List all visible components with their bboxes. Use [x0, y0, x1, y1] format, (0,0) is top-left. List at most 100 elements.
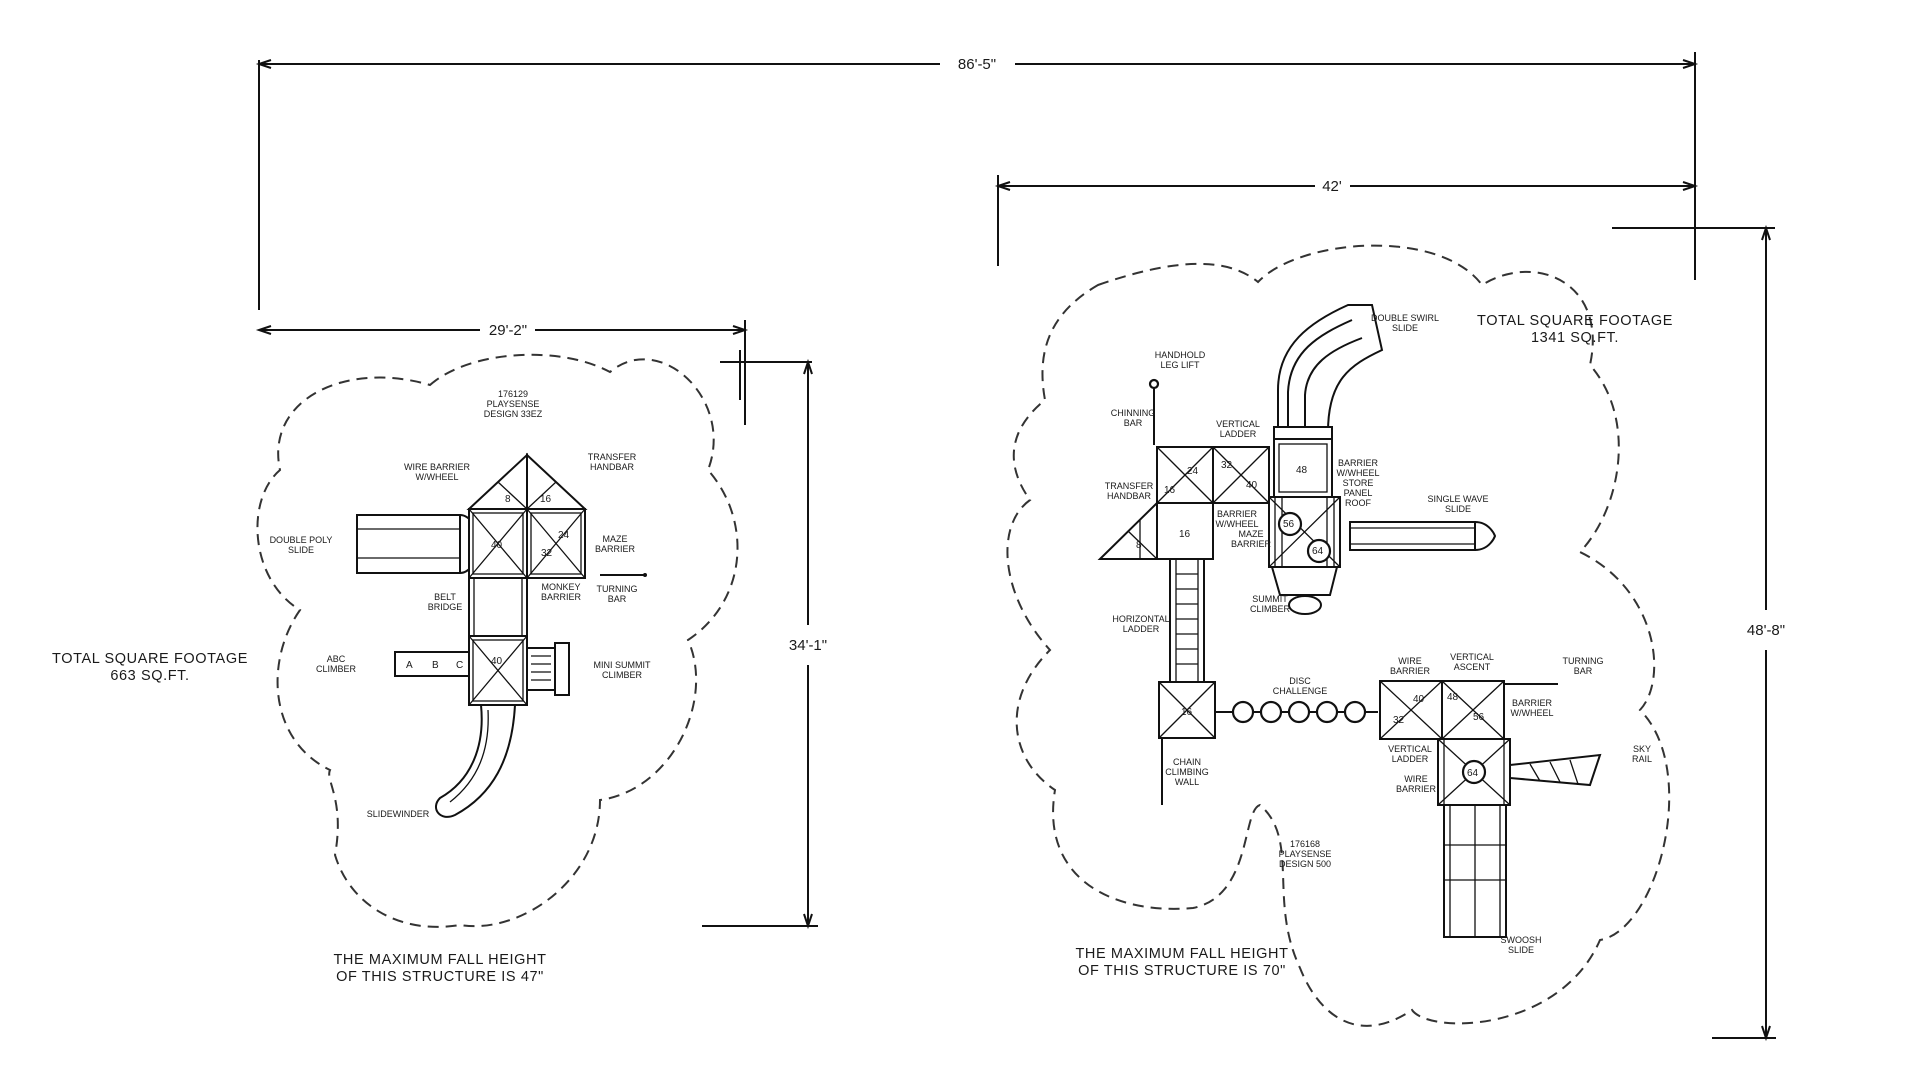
right-deck-16c [1158, 681, 1216, 739]
label-turning-bar-2: BAR [1574, 666, 1593, 676]
label-belt-bridge-2: BRIDGE [428, 602, 463, 612]
left-structure: A B C 8 16 40 24 32 40 176129 PLAYSENSE [52, 389, 651, 985]
sky-rail [1509, 753, 1602, 787]
label-turning-bar: TURNING [1563, 656, 1604, 666]
label-chain: CHAIN [1173, 757, 1201, 767]
disc-challenge [1215, 700, 1378, 724]
left-safety-zone [256, 353, 739, 928]
deck-height-16a: 16 [1164, 485, 1176, 496]
deck-height-16b: 16 [1179, 529, 1191, 540]
right-fall-height-2: OF THIS STRUCTURE IS 70" [1078, 963, 1286, 979]
label-double-swirl-2: SLIDE [1392, 323, 1418, 333]
label-store-panel: BARRIER [1338, 458, 1379, 468]
label-transfer-2: HANDBAR [1107, 491, 1152, 501]
deck-height-48b: 48 [1447, 692, 1459, 703]
dimension-lines: 86'-5" 42' 29'-2" 34'-1" 48'-8" [255, 52, 1785, 1042]
label-store-panel-4: PANEL [1344, 488, 1373, 498]
slidewinder [435, 704, 517, 818]
abc-letter-a: A [406, 660, 413, 671]
left-design-brand: PLAYSENSE [487, 399, 540, 409]
deck-height-56b: 56 [1473, 712, 1485, 723]
swoosh-slide [1443, 804, 1507, 938]
label-double-poly: DOUBLE POLY [270, 535, 333, 545]
left-deck-lower [468, 635, 528, 706]
deck-height-40-upper: 40 [491, 540, 503, 551]
label-vertical-ascent: VERTICAL [1450, 652, 1494, 662]
left-deck-upper-right [526, 508, 586, 579]
left-component-labels: 176129 PLAYSENSE DESIGN 33EZ WIRE BARRIE… [270, 389, 651, 819]
label-swoosh: SWOOSH [1500, 935, 1541, 945]
deck-height-48: 48 [1296, 465, 1308, 476]
right-fall-height-1: THE MAXIMUM FALL HEIGHT [1075, 946, 1288, 962]
label-disc-2: CHALLENGE [1273, 686, 1328, 696]
label-abc-2: CLIMBER [316, 664, 357, 674]
label-vertical-ladder-b: VERTICAL [1388, 744, 1432, 754]
abc-letter-b: B [432, 660, 439, 671]
label-wire-barrier-2: W/WHEEL [415, 472, 458, 482]
right-deck-48-56 [1441, 680, 1505, 740]
label-single-wave-2: SLIDE [1445, 504, 1471, 514]
label-barrier-wheel-2: W/WHEEL [1215, 519, 1258, 529]
right-sqft-title: TOTAL SQUARE FOOTAGE [1477, 313, 1673, 329]
summit-climber [1270, 566, 1339, 615]
left-design-id: 176129 [498, 389, 528, 399]
label-abc: ABC [327, 654, 346, 664]
label-maze-2: BARRIER [595, 544, 636, 554]
label-store-panel-2: W/WHEEL [1336, 468, 1379, 478]
label-belt-bridge: BELT [434, 592, 456, 602]
label-horizontal-ladder: HORIZONTAL [1112, 614, 1169, 624]
label-wire-barrier: WIRE [1398, 656, 1422, 666]
label-chain-3: WALL [1175, 777, 1199, 787]
left-sqft-value: 663 SQ.FT. [110, 668, 189, 684]
right-design-brand: PLAYSENSE [1279, 849, 1332, 859]
double-swirl-slide [1273, 304, 1384, 440]
label-sky-rail: SKY [1633, 744, 1651, 754]
label-vertical-ladder-2: LADDER [1220, 429, 1257, 439]
deck-height-32: 32 [541, 548, 553, 559]
left-design-name: DESIGN 33EZ [484, 409, 543, 419]
label-barrier-wheel-b-2: W/WHEEL [1510, 708, 1553, 718]
deck-height-32b: 32 [1393, 715, 1405, 726]
left-fall-height-2: OF THIS STRUCTURE IS 47" [336, 969, 544, 985]
label-double-swirl: DOUBLE SWIRL [1371, 313, 1439, 323]
label-handhold: HANDHOLD [1155, 350, 1206, 360]
right-sqft-value: 1341 SQ.FT. [1531, 330, 1619, 346]
deck-height-16: 16 [540, 494, 552, 505]
left-triangle-decks [466, 452, 588, 510]
deck-height-24: 24 [558, 530, 570, 541]
label-chain-2: CLIMBING [1165, 767, 1209, 777]
deck-height-16c: 16 [1181, 707, 1193, 718]
right-deck-48 [1273, 438, 1333, 498]
label-transfer-2: HANDBAR [590, 462, 635, 472]
belt-bridge [468, 577, 528, 637]
label-swoosh-2: SLIDE [1508, 945, 1534, 955]
right-design-id: 176168 [1290, 839, 1320, 849]
label-handhold-2: LEG LIFT [1160, 360, 1200, 370]
deck-height-40b: 40 [1413, 694, 1425, 705]
right-deck-64 [1437, 738, 1511, 806]
label-monkey-2: BARRIER [541, 592, 582, 602]
label-slidewinder: SLIDEWINDER [367, 809, 430, 819]
label-wire-barrier-2: BARRIER [1390, 666, 1431, 676]
mini-summit-climber [526, 642, 570, 696]
deck-height-64: 64 [1467, 768, 1479, 779]
label-vertical-ladder-b-2: LADDER [1392, 754, 1429, 764]
deck-height-40-lower: 40 [491, 656, 503, 667]
deck-height-56: 56 [1283, 519, 1295, 530]
label-barrier-wheel: BARRIER [1217, 509, 1258, 519]
label-summit-2: CLIMBER [1250, 604, 1291, 614]
label-double-poly-2: SLIDE [288, 545, 314, 555]
right-component-labels: HANDHOLD LEG LIFT CHINNING BAR VERTICAL … [1105, 313, 1652, 955]
left-sqft-title: TOTAL SQUARE FOOTAGE [52, 651, 248, 667]
label-maze: MAZE [1238, 529, 1263, 539]
horizontal-ladder [1169, 558, 1205, 683]
label-turning-bar-2: BAR [608, 594, 627, 604]
label-maze: MAZE [602, 534, 627, 544]
label-maze-2: BARRIER [1231, 539, 1272, 549]
label-sky-rail-2: RAIL [1632, 754, 1652, 764]
abc-climber: A B C [394, 651, 470, 677]
deck-height-8: 8 [505, 494, 511, 505]
right-width-label: 42' [1322, 178, 1342, 195]
label-mini-summit: MINI SUMMIT [594, 660, 651, 670]
